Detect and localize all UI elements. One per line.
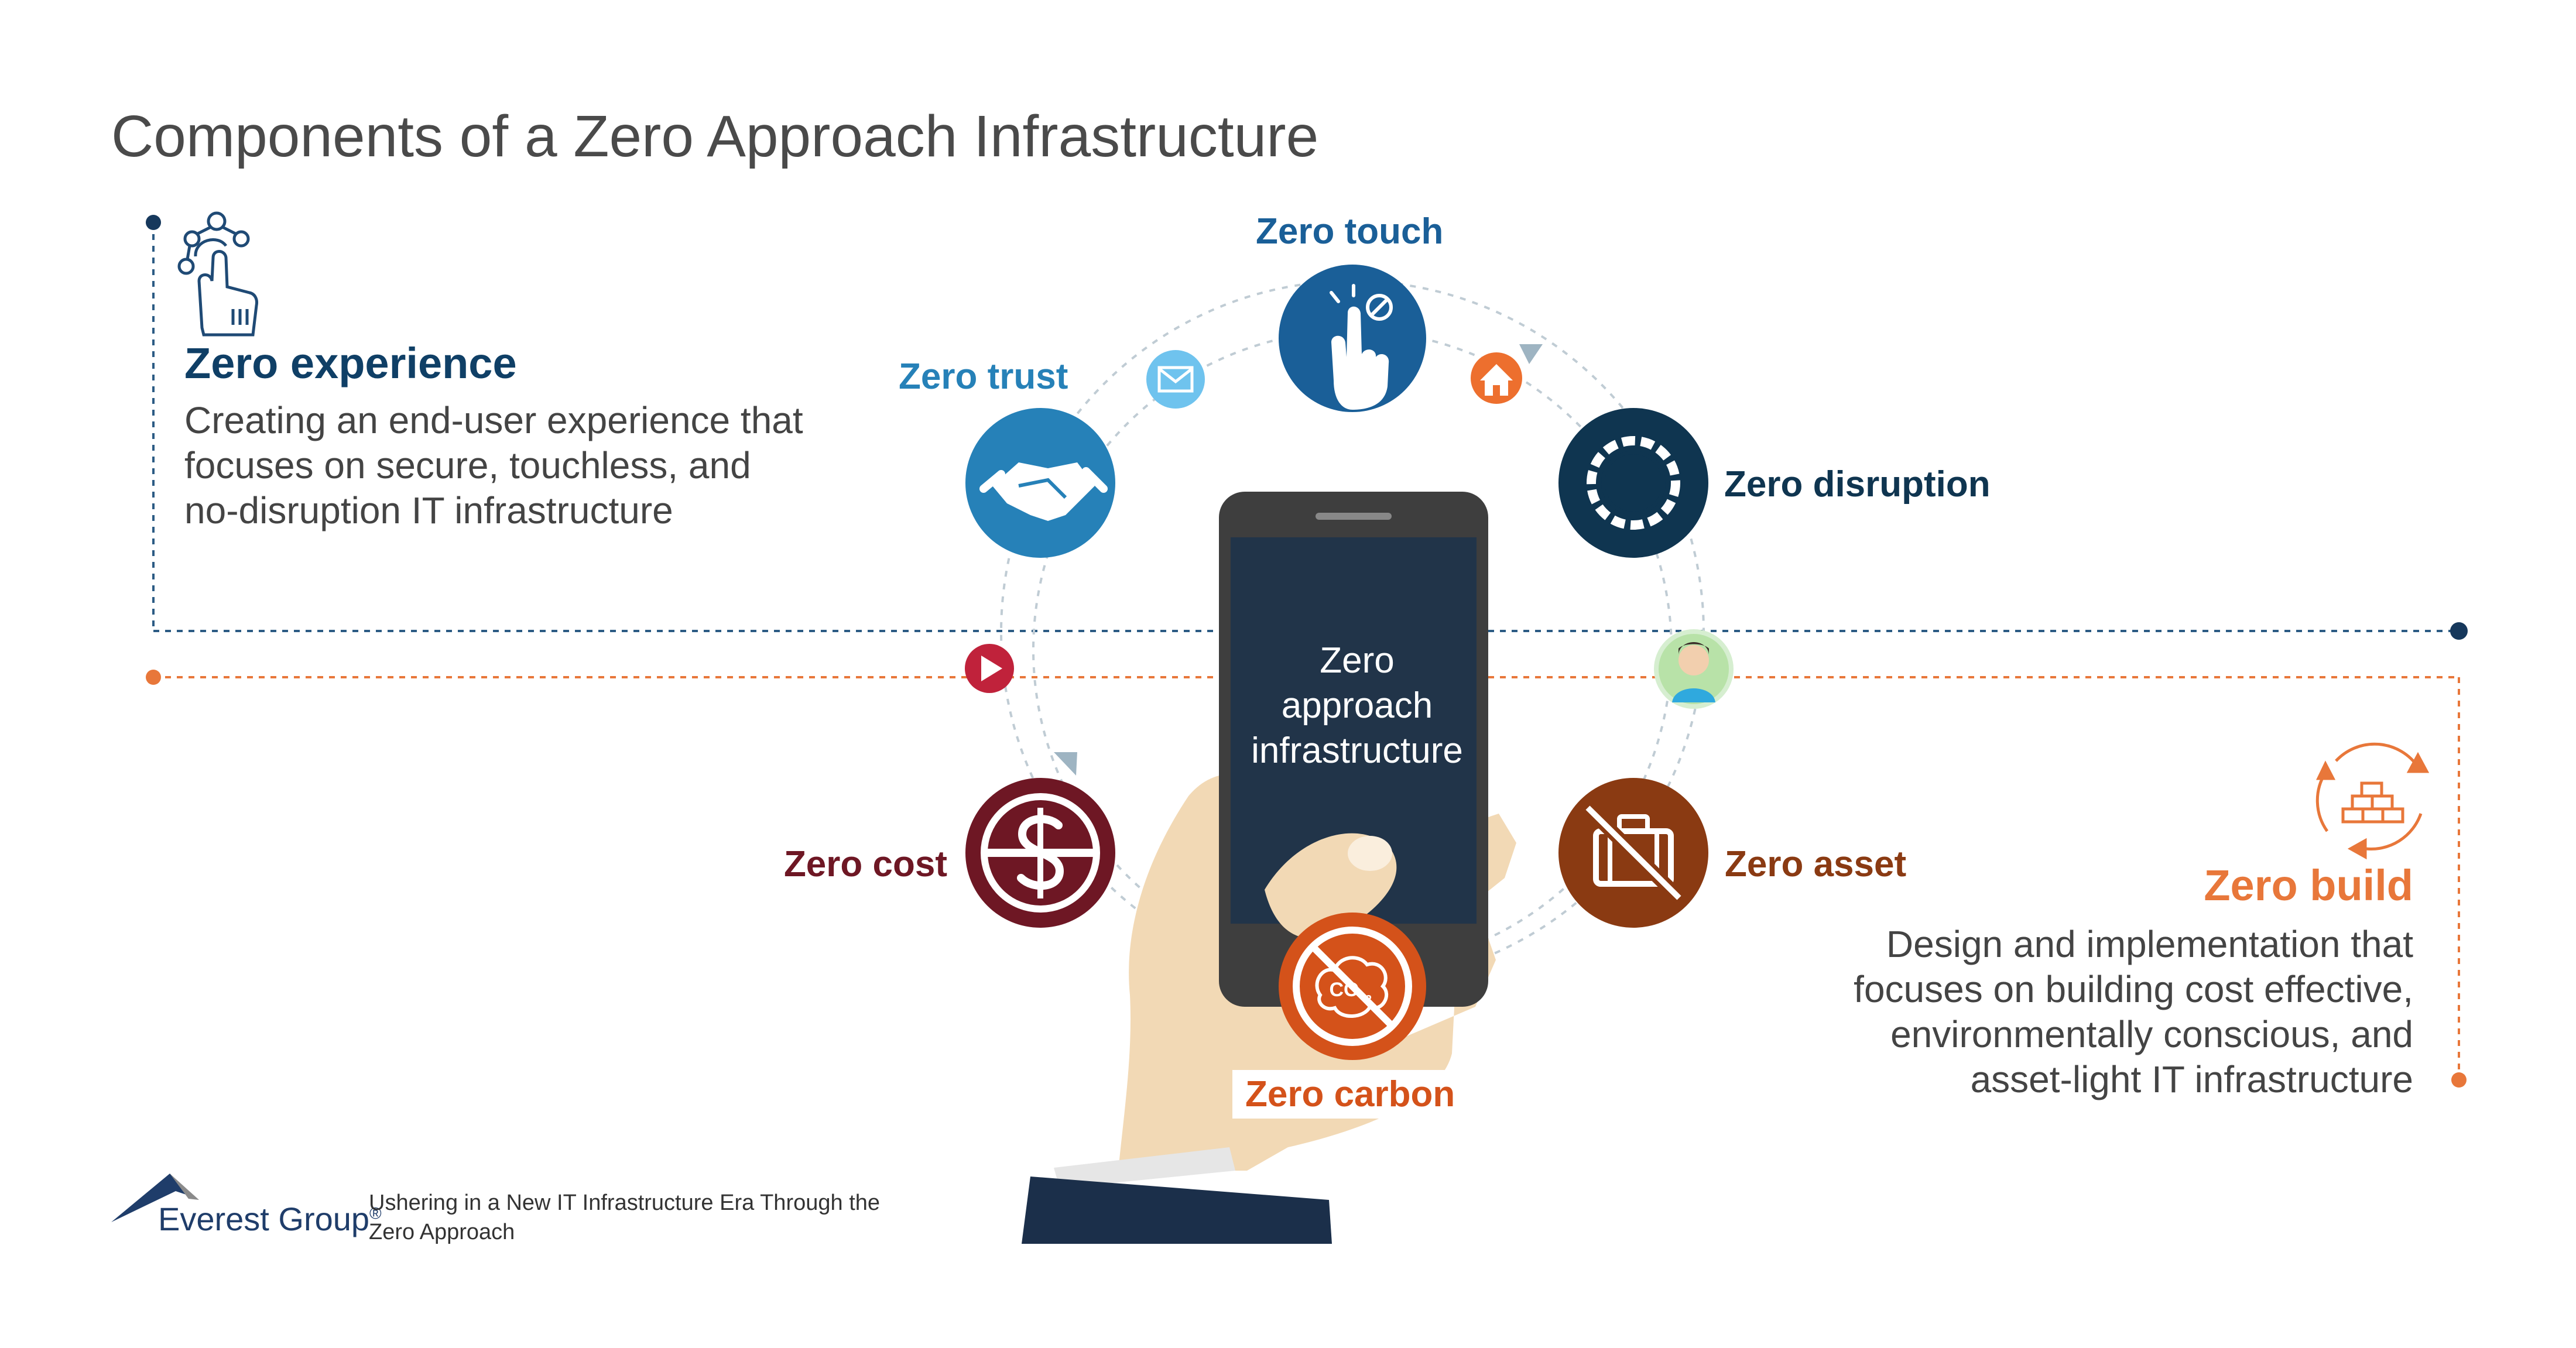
experience-guide-dot-end	[2450, 622, 2468, 640]
zero-asset-label: Zero asset	[1725, 844, 1907, 884]
zero-disruption-icon	[1558, 408, 1708, 558]
zero-carbon-label: Zero carbon	[1232, 1070, 1468, 1119]
zero-touch-label: Zero touch	[1256, 211, 1444, 252]
recycle-bricks-icon	[2315, 742, 2430, 860]
play-icon	[965, 644, 1014, 693]
zero-trust-label: Zero trust	[899, 356, 1068, 397]
zero-asset-icon	[1558, 778, 1708, 928]
orbit-arrow-top-icon	[1519, 344, 1543, 364]
zero-disruption-label: Zero disruption	[1724, 464, 1991, 505]
phone-screen-line: infrastructure	[1251, 730, 1463, 771]
experience-heading: Zero experience	[184, 339, 517, 387]
build-heading: Zero build	[2204, 861, 2413, 910]
orbit-arrow-left-icon	[1054, 752, 1077, 776]
page-title: Components of a Zero Approach Infrastruc…	[111, 104, 1319, 169]
registered-mark: ®	[369, 1204, 382, 1223]
user-avatar-icon	[1654, 629, 1734, 709]
zero-carbon-icon: CO 2	[1279, 913, 1426, 1060]
zero-touch-icon	[1279, 265, 1426, 412]
touch-network-icon	[177, 211, 258, 337]
build-description-line: Design and implementation that	[1886, 923, 2413, 965]
phone-screen-text: Zero approach infrastructure	[1240, 638, 1474, 773]
phone-screen-line: approach	[1281, 685, 1433, 726]
home-icon	[1471, 352, 1522, 404]
experience-description: Creating an end-user experience that foc…	[184, 398, 803, 533]
experience-guide-dot-start	[146, 215, 161, 230]
build-description-line: asset-light IT infrastructure	[1970, 1058, 2413, 1100]
footer-brand: Everest Group®	[158, 1200, 382, 1238]
experience-description-line: focuses on secure, touchless, and	[184, 444, 751, 486]
experience-description-line: no-disruption IT infrastructure	[184, 489, 673, 531]
everest-logo-icon	[111, 1174, 199, 1222]
zero-trust-icon	[965, 408, 1115, 558]
build-guide-dot-start	[146, 670, 161, 685]
phone-screen-line: Zero	[1320, 640, 1395, 681]
thumbnail	[1348, 836, 1392, 871]
build-description-line: focuses on building cost effective,	[1854, 968, 2413, 1010]
footer-brand-name: Everest Group	[158, 1200, 370, 1237]
zero-cost-label: Zero cost	[783, 844, 947, 884]
build-description: Design and implementation that focuses o…	[1854, 922, 2413, 1102]
footer-note-line: Zero Approach	[369, 1220, 515, 1244]
experience-description-line: Creating an end-user experience that	[184, 399, 803, 441]
mail-icon	[1146, 350, 1205, 409]
zero-cost-icon	[965, 778, 1115, 928]
build-description-line: environmentally conscious, and	[1890, 1013, 2413, 1055]
build-guide-dot-end	[2451, 1072, 2467, 1088]
footer-note: Ushering in a New IT Infrastructure Era …	[369, 1188, 880, 1247]
footer-note-line: Ushering in a New IT Infrastructure Era …	[369, 1191, 881, 1215]
